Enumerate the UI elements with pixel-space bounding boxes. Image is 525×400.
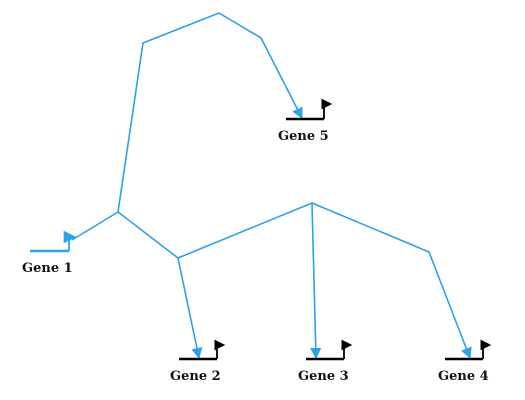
gene-1-label: Gene 1: [22, 261, 73, 276]
gene-4-label: Gene 4: [438, 369, 489, 384]
edge-lower-to-right-node: [177, 202, 313, 259]
gene-2-promoter-arrow: [214, 339, 226, 359]
edge-to-gene3: [310, 202, 322, 360]
edge-to-gene4: [311, 202, 472, 360]
gene-3-label: Gene 3: [298, 369, 349, 384]
edge-to-gene5: [117, 12, 303, 213]
gene-4: Gene 4: [438, 339, 492, 384]
gene-1-promoter-arrow: [63, 230, 77, 251]
gene-2-label: Gene 2: [170, 369, 221, 384]
gene-5: Gene 5: [278, 98, 333, 144]
gene-2: Gene 2: [170, 339, 226, 384]
gene-4-promoter-arrow: [480, 339, 492, 359]
regulation-edges: [71, 12, 472, 360]
edge-branch-to-lower-node: [117, 211, 179, 259]
gene-3-promoter-arrow: [341, 339, 353, 359]
gene-5-promoter-arrow: [321, 98, 333, 119]
gene-5-label: Gene 5: [278, 129, 329, 144]
edge-gene1-to-branch: [71, 211, 119, 241]
gene-1: Gene 1: [22, 230, 77, 276]
edge-to-gene2: [177, 257, 203, 360]
gene-3: Gene 3: [298, 339, 353, 384]
